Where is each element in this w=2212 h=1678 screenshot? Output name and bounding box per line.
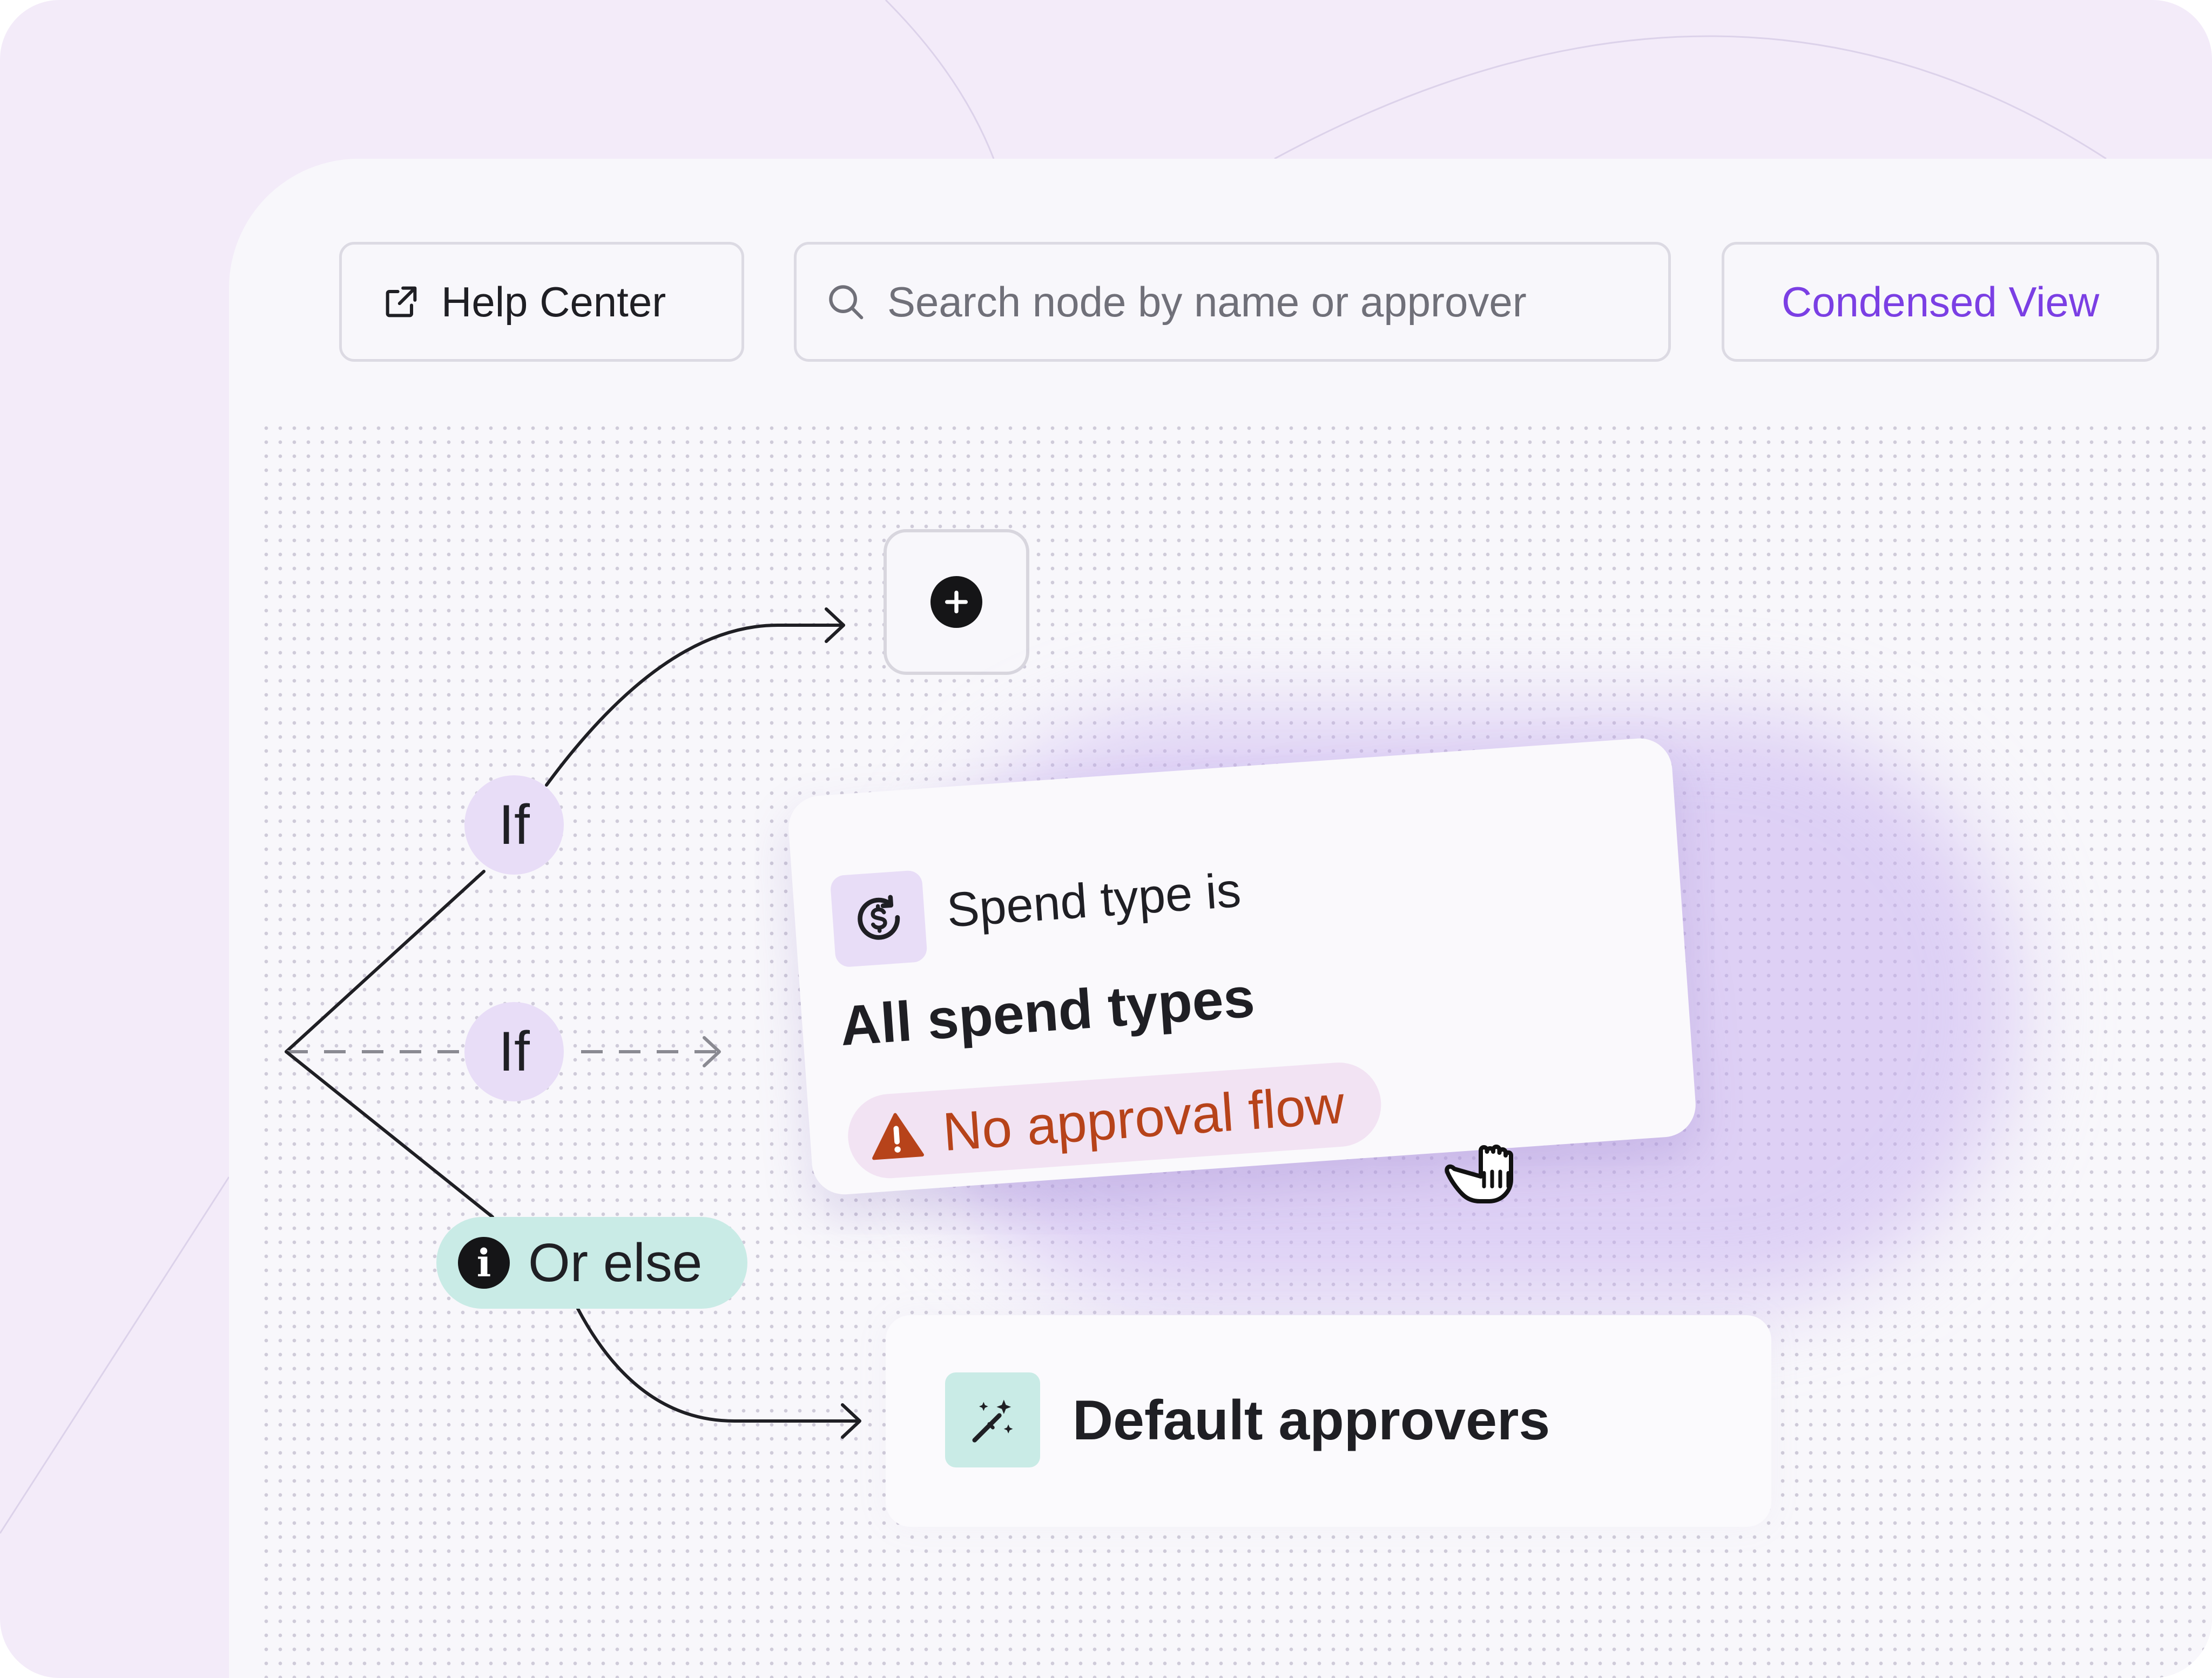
- grab-hand-cursor-icon: [1445, 1145, 1513, 1203]
- search-input[interactable]: [886, 276, 1655, 327]
- info-icon: i: [458, 1237, 510, 1289]
- condition-value: All spend types: [838, 966, 1257, 1058]
- condition-title: Spend type is: [945, 863, 1243, 938]
- external-link-icon: [386, 286, 417, 317]
- if-label: If: [498, 793, 530, 856]
- warning-icon: [872, 1113, 924, 1160]
- help-center-label: Help Center: [441, 278, 666, 326]
- if-label: If: [498, 1020, 530, 1083]
- condensed-view-label: Condensed View: [1781, 278, 2100, 326]
- add-node-button[interactable]: [884, 529, 1029, 675]
- default-approvers-label: Default approvers: [1073, 1389, 1550, 1452]
- condition-card[interactable]: Spend type is All spend types No approva…: [786, 736, 1698, 1197]
- condensed-view-button[interactable]: Condensed View: [1722, 242, 2159, 362]
- search-box[interactable]: [794, 242, 1671, 362]
- warning-badge: No approval flow: [845, 1059, 1384, 1181]
- if-branch-1[interactable]: If: [464, 775, 564, 875]
- help-center-button[interactable]: Help Center: [339, 242, 744, 362]
- or-else-label: Or else: [528, 1232, 703, 1293]
- magic-wand-icon: [945, 1372, 1040, 1467]
- if-branch-2[interactable]: If: [464, 1002, 564, 1101]
- search-icon: [829, 285, 864, 320]
- warning-label: No approval flow: [941, 1074, 1346, 1162]
- currency-exchange-icon: [830, 869, 928, 968]
- plus-circle-icon: [930, 576, 982, 628]
- or-else-branch[interactable]: i Or else: [436, 1217, 747, 1309]
- default-approvers-node[interactable]: Default approvers: [886, 1315, 1771, 1527]
